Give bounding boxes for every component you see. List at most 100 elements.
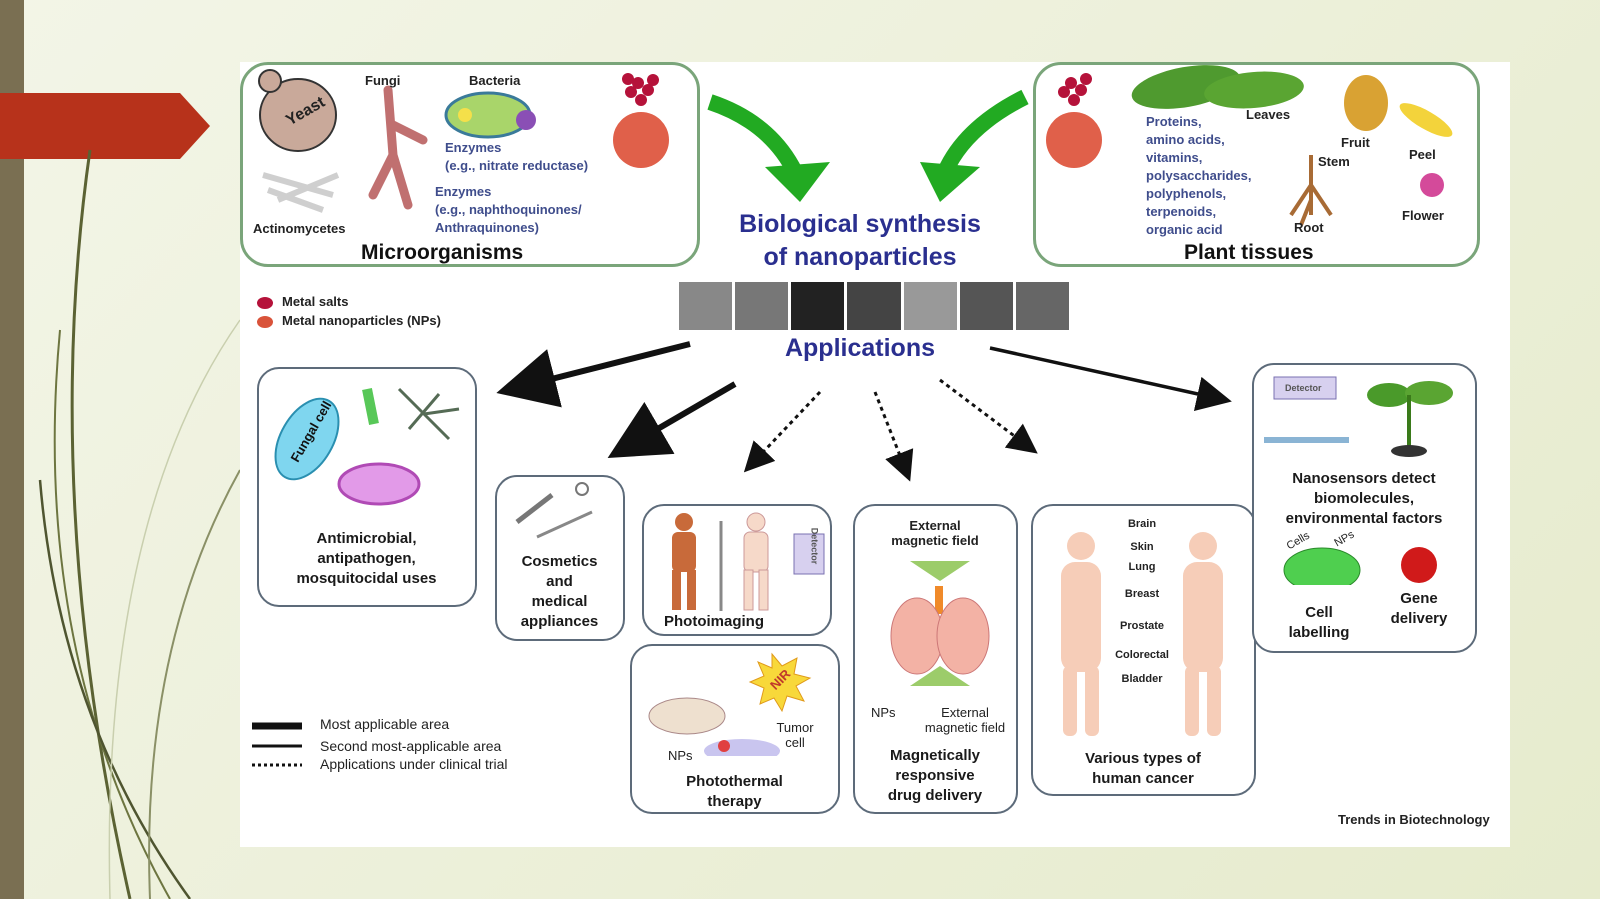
mouse-icon: [648, 697, 726, 735]
main-title: Biological synthesis of nanoparticles: [710, 210, 1010, 272]
mosquito-icon: [397, 387, 460, 441]
green-arrow-right: [937, 89, 1029, 176]
detector-icon: [793, 533, 825, 575]
cancer-line-1: Various types of: [1085, 750, 1201, 767]
figure-panel: Yeast Fungi Bacteria Actinomycetes Enzym…: [240, 62, 1510, 847]
arrow-cancer: [939, 378, 1038, 454]
metal-salts-cluster-icon: [1058, 73, 1092, 106]
cancer-line-2: human cancer: [1092, 770, 1194, 787]
cancer-organ-labels: Brain Skin Lung Breast Prostate Colorect…: [1107, 518, 1177, 685]
actinomycetes-label: Actinomycetes: [253, 221, 346, 236]
plant-icon: [1367, 381, 1453, 457]
green-arrow-left: [707, 94, 803, 176]
compound-2: vitamins,: [1146, 150, 1203, 165]
compound-1: amino acids,: [1146, 132, 1225, 147]
enzymes2-line-3: Anthraquinones): [435, 220, 539, 235]
decorative-lines: [38, 149, 241, 899]
photothermal-line-2: therapy: [707, 793, 762, 810]
metal-nps-cluster-icon: [1046, 112, 1102, 168]
tumor-line-1: Tumor: [776, 720, 814, 735]
enzymes1-text: Enzymes (e.g., nitrate reductase): [445, 139, 588, 175]
peel-label: Peel: [1409, 147, 1436, 162]
cosmetics-line-3: medical: [531, 593, 588, 610]
field-arrow-down-icon: [910, 561, 970, 581]
gene-line-1: Gene: [1400, 590, 1438, 607]
magnetic-line-2: responsive: [895, 767, 975, 784]
organ-skin: Skin: [1130, 541, 1154, 553]
gene-line-2: delivery: [1390, 610, 1448, 627]
metal-salts-cluster-icon: [622, 73, 659, 106]
nanosensors-label: Nanosensors detect biomolecules, environ…: [1254, 469, 1474, 529]
field-top-line-2: magnetic field: [891, 533, 979, 548]
organ-brain: Brain: [1127, 518, 1157, 530]
external-field-top-label: External magnetic field: [855, 518, 1015, 548]
organ-prostate: Prostate: [1119, 620, 1165, 632]
compound-3: polysaccharides,: [1146, 168, 1252, 183]
microorganisms-illustration: [258, 69, 669, 213]
nps-label-photothermal: NPs: [668, 748, 693, 763]
peel-icon: [1399, 103, 1453, 137]
cancer-label: Various types of human cancer: [1033, 749, 1253, 789]
metal-np-dot: [257, 316, 273, 328]
cosmetics-line-4: appliances: [520, 613, 599, 630]
compound-4: polyphenols,: [1146, 186, 1227, 201]
tem-image-4: [847, 282, 901, 330]
field-bottom-line-2: magnetic field: [924, 720, 1006, 735]
main-title-line-2: of nanoparticles: [763, 243, 957, 271]
field-arrow-up-icon: [910, 666, 970, 686]
organ-breast: Breast: [1124, 588, 1160, 600]
tumor-cell-icon: [704, 739, 780, 756]
tumor-line-2: cell: [785, 735, 805, 750]
microorganisms-box: Yeast Fungi Bacteria Actinomycetes Enzym…: [240, 62, 700, 267]
magnetic-label: Magnetically responsive drug delivery: [855, 746, 1015, 806]
compound-6: organic acid: [1146, 222, 1223, 237]
photothermal-box: NIR NPs Tumor cell Photothermal therapy: [630, 644, 840, 814]
green-arrow-left-head: [765, 162, 830, 202]
photoimaging-illustration: [672, 512, 825, 611]
organ-lung: Lung: [1128, 561, 1156, 573]
root-label: Root: [1294, 220, 1324, 235]
cell-labelling-line-1: Cell: [1305, 604, 1333, 621]
arrow-photoimaging: [743, 390, 822, 473]
applications-heading: Applications: [784, 334, 935, 362]
cancer-box: Brain Skin Lung Breast Prostate Colorect…: [1031, 504, 1256, 796]
stem-label: Stem: [1318, 154, 1350, 169]
gene-delivery-label: Gene delivery: [1379, 589, 1459, 629]
antimicrobial-line-1: Antimicrobial,: [316, 530, 417, 547]
antimicrobial-box: Fungal cell Antimicrobial, antipathogen,…: [257, 367, 477, 607]
cosmetics-box: Cosmetics and medical appliances: [495, 475, 625, 641]
photothermal-line-1: Photothermal: [686, 773, 783, 790]
cell-labelling-label: Cell labelling: [1279, 603, 1359, 643]
flower-icon: [1420, 173, 1444, 197]
cosmetics-line-1: Cosmetics: [521, 553, 598, 570]
flower-label: Flower: [1402, 208, 1444, 223]
enzymes2-line-1: Enzymes: [435, 184, 492, 199]
external-field-bottom-label: External magnetic field: [905, 705, 1025, 735]
tem-image-3: [791, 282, 845, 330]
tem-image-5: [903, 282, 957, 330]
antimicrobial-line-3: mosquitocidal uses: [296, 570, 437, 587]
fruit-label: Fruit: [1341, 135, 1370, 150]
green-arrow-right-head: [920, 162, 980, 202]
arrow-nanosensors: [989, 346, 1232, 412]
female-body-icon: [1061, 532, 1101, 736]
gene-delivery-icon: [1401, 547, 1437, 583]
photothermal-label: Photothermal therapy: [632, 772, 837, 812]
photothermal-illustration: [648, 652, 812, 756]
detector-label: Detector: [809, 527, 820, 565]
nps-label-magnetic: NPs: [871, 705, 896, 720]
scissors-icon: [536, 510, 593, 539]
compound-5: terpenoids,: [1146, 204, 1217, 219]
lungs-illustration: [890, 561, 990, 686]
fungi-label: Fungi: [365, 73, 401, 88]
cell-labelling-icon: [1283, 547, 1361, 585]
pathogen-icon: [362, 388, 379, 425]
plant-illustration: [1046, 65, 1453, 226]
legend-clinical: Applications under clinical trial: [320, 756, 508, 772]
tumor-cell-label: Tumor cell: [770, 720, 820, 750]
arrow-magnetic: [873, 391, 914, 482]
enzymes2-line-2: (e.g., naphthoquinones/: [435, 202, 582, 217]
photoimaging-label: Photoimaging: [664, 613, 764, 630]
antimicrobial-label: Antimicrobial, antipathogen, mosquitocid…: [259, 529, 474, 589]
nanosensors-line-1: Nanosensors detect: [1292, 470, 1436, 487]
